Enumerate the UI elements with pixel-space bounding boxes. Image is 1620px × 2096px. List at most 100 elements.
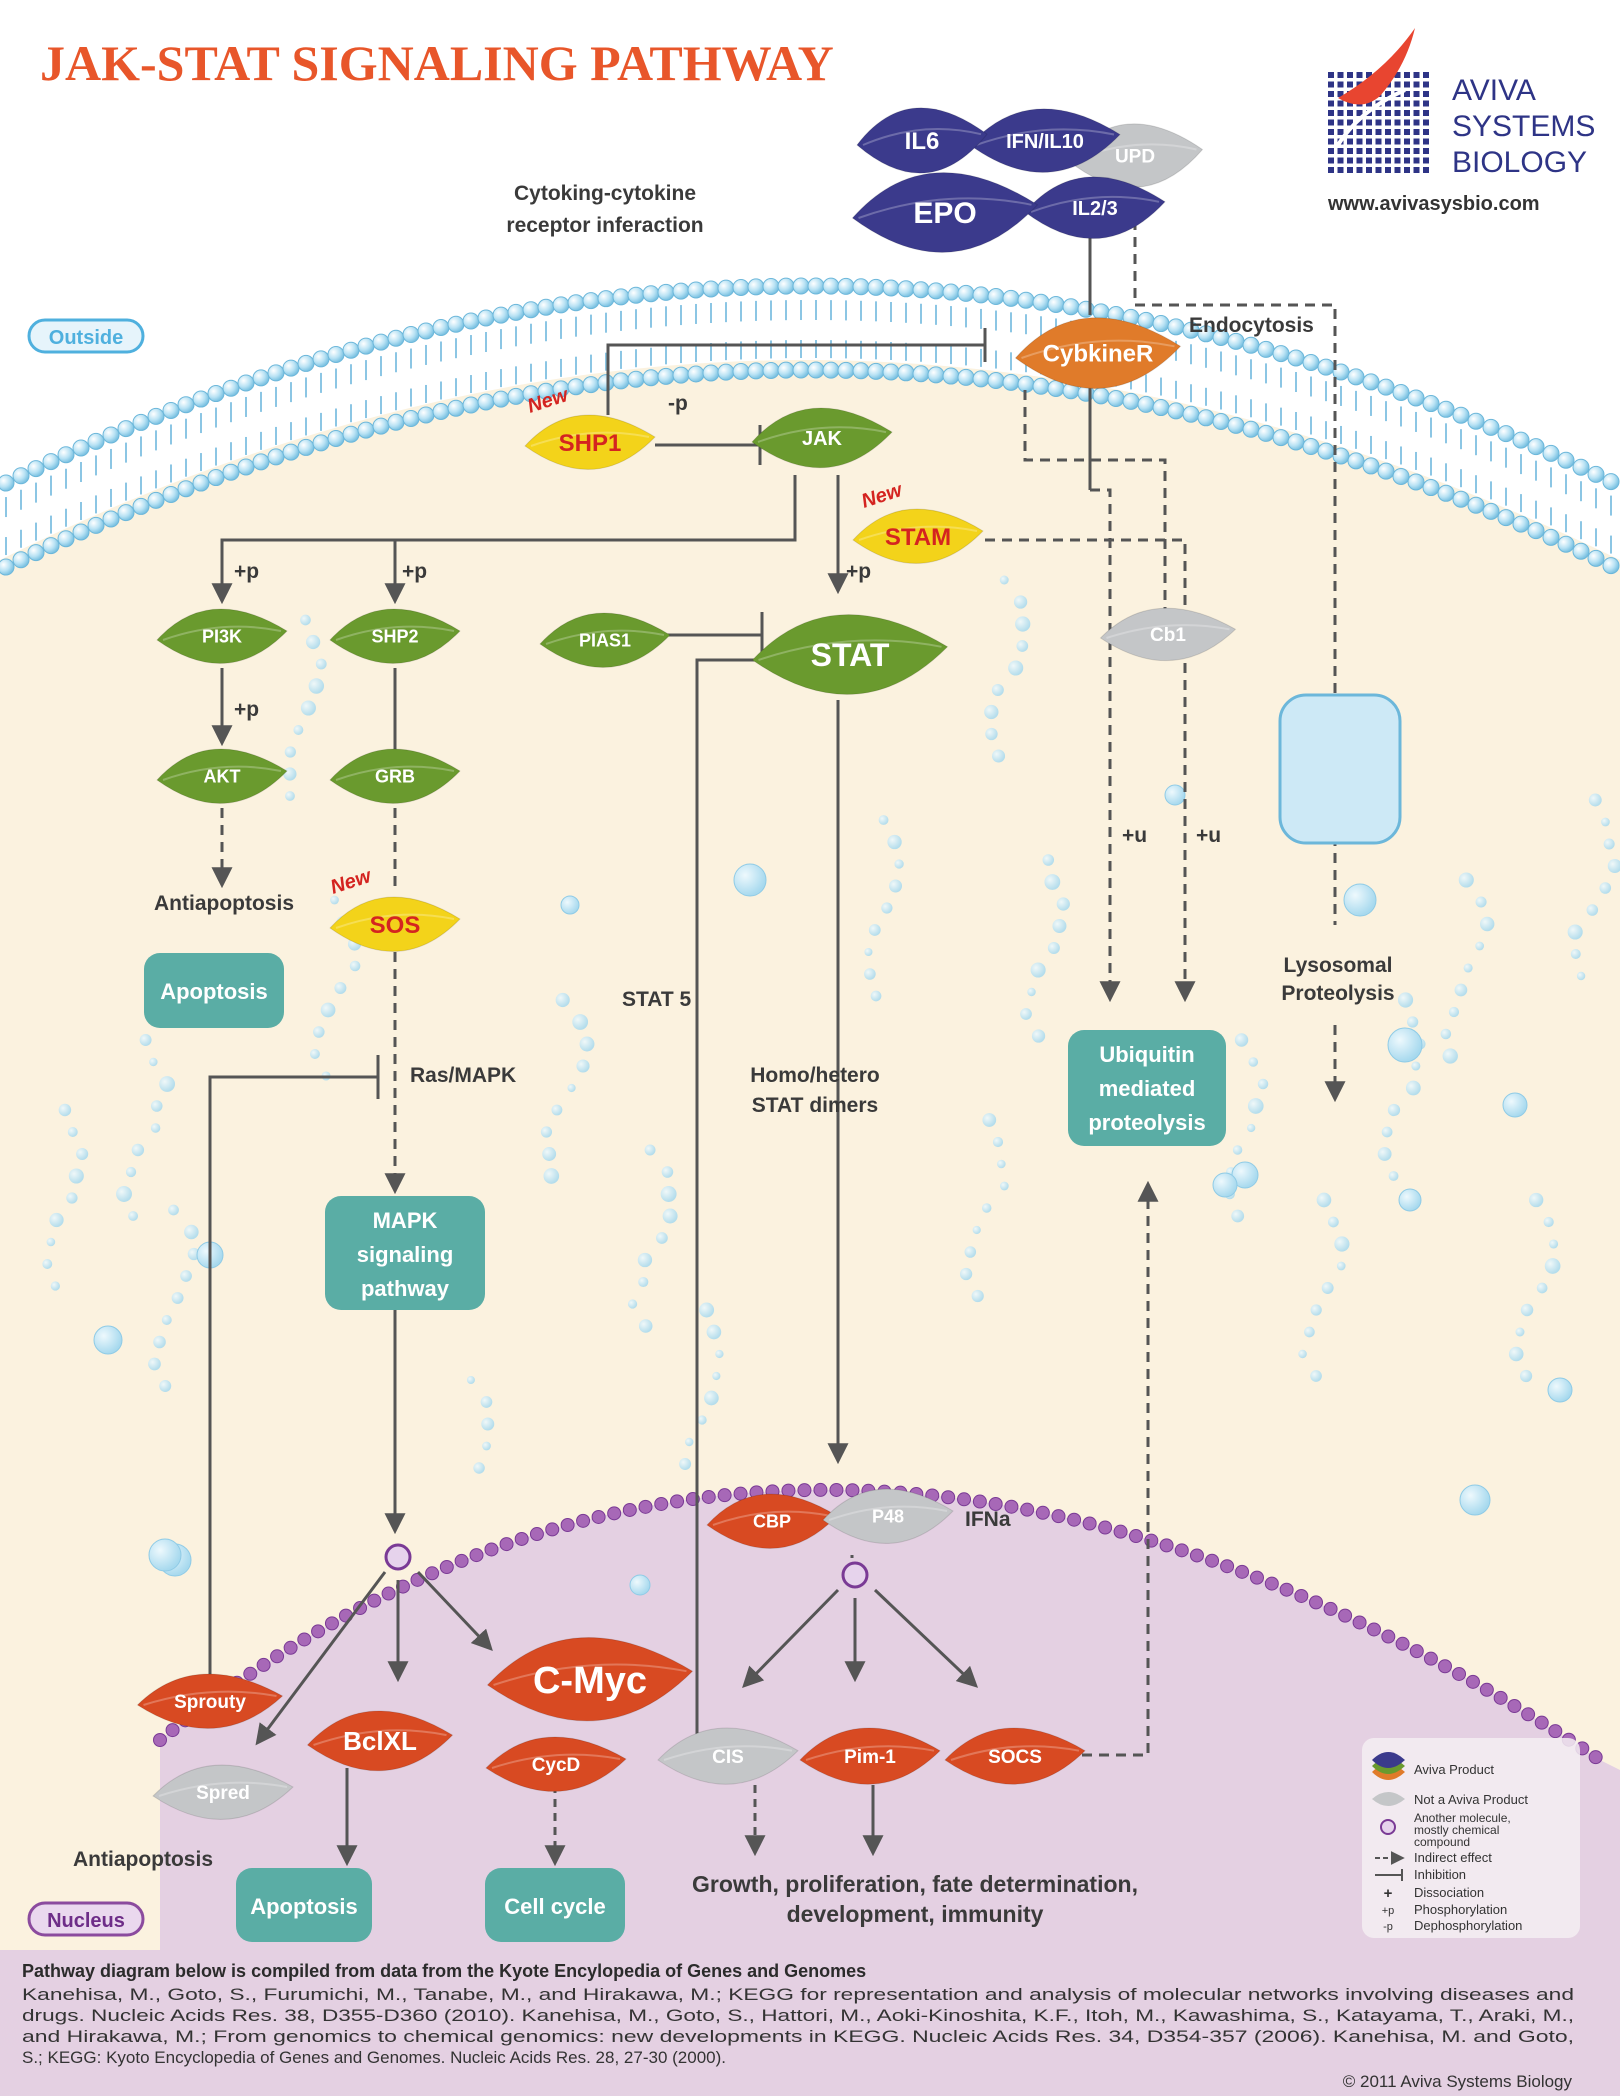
ubiquitin-label-line1: Ubiquitin [1099, 1042, 1194, 1067]
node-sos-label: SOS [370, 912, 421, 939]
node-pim1: Pim-1 [799, 1727, 941, 1785]
box-cell-cycle: Cell cycle [485, 1868, 625, 1942]
box-apoptosis-top: Apoptosis [144, 953, 284, 1028]
box-apoptosis-bottom: Apoptosis [236, 1868, 372, 1942]
node-socs: SOCS [944, 1727, 1086, 1785]
antiapoptosis-top-label: Antiapoptosis [154, 892, 294, 915]
node-cmyc-label: C-Myc [533, 1660, 647, 1702]
node-cb1: Cb1 [1099, 607, 1237, 662]
ras-mapk-label: Ras/MAPK [410, 1064, 516, 1087]
node-pi3k: PI3K [156, 608, 288, 664]
outside-label: Outside [49, 327, 123, 349]
node-cycd: CycD [485, 1736, 627, 1792]
legend-dissociation: Dissociation [1414, 1885, 1484, 1900]
cell-cycle-label: Cell cycle [504, 1894, 606, 1919]
node-cbp: CBP [706, 1493, 838, 1549]
lysosomal-label-line2: Proteolysis [1281, 982, 1394, 1005]
node-jak-label: JAK [802, 428, 843, 450]
molecule-node [841, 1561, 869, 1589]
logo-line1: AVIVA [1452, 74, 1536, 107]
node-il23-label: IL2/3 [1072, 198, 1118, 220]
node-cis-label: CIS [712, 1747, 744, 1768]
legend-phosphorylation: Phosphorylation [1414, 1902, 1507, 1917]
legend: Aviva Product Not a Aviva Product Anothe… [1362, 1738, 1580, 1938]
footer-citation-line: S.; KEGG: Kyoto Encyclopedia of Genes an… [22, 2048, 726, 2067]
legend-other-molecule: compound [1414, 1835, 1470, 1849]
aviva-logo: AVIVA SYSTEMS BIOLOGY www.avivasysbio.co… [1327, 28, 1595, 215]
dimers-label-line1: Homo/hetero [750, 1064, 880, 1087]
mapk-label-line1: MAPK [373, 1208, 438, 1233]
legend-dephosphorylation: Dephosphorylation [1414, 1918, 1522, 1933]
lysosomal-label-line1: Lysosomal [1284, 954, 1393, 977]
node-stam-label: STAM [885, 524, 951, 551]
outside-badge: Outside [27, 318, 145, 354]
antiapoptosis-bottom-label: Antiapoptosis [73, 1848, 213, 1871]
node-stam: STAM [852, 508, 984, 564]
legend-aviva-product: Aviva Product [1414, 1762, 1494, 1777]
footer-citation-line: and Hirakawa, M.; From genomics to chemi… [22, 2027, 1574, 2046]
apoptosis-bottom-label: Apoptosis [250, 1894, 358, 1919]
apoptosis-top-label: Apoptosis [160, 979, 268, 1004]
node-grb-label: GRB [375, 767, 415, 787]
ubiquitin-label-line3: proteolysis [1088, 1110, 1205, 1135]
node-sos: SOS [329, 896, 461, 952]
endocytosis-label: Endocytosis [1189, 314, 1314, 337]
box-mapk: MAPK signaling pathway [325, 1196, 485, 1310]
node-il6-label: IL6 [905, 128, 940, 155]
node-pias1: PIAS1 [539, 612, 671, 668]
node-il23: IL2/3 [1024, 176, 1166, 239]
node-epo-label: EPO [913, 197, 976, 230]
legend-not-aviva: Not a Aviva Product [1414, 1792, 1528, 1807]
node-pi3k-label: PI3K [202, 627, 242, 647]
node-ifn-il10: IFN/IL10 [969, 108, 1121, 173]
logo-line3: BIOLOGY [1452, 146, 1587, 179]
logo-line2: SYSTEMS [1452, 110, 1595, 143]
dimers-label-line2: STAT dimers [752, 1094, 878, 1117]
node-akt-label: AKT [204, 767, 241, 787]
node-cycd-label: CycD [532, 1755, 581, 1776]
node-bclxl-label: BclXL [343, 1726, 417, 1756]
nucleus-region [153, 1482, 1620, 2096]
node-upd-label: UPD [1115, 146, 1155, 167]
node-shp1: SHP1 [524, 414, 656, 470]
node-p48-label: P48 [872, 1507, 904, 1527]
logo-url: www.avivasysbio.com [1327, 193, 1540, 215]
cytoplasm-vesicles [42, 575, 1620, 1596]
legend-phos-symbol: +p [1382, 1905, 1395, 1917]
logo-swoosh-icon [1338, 28, 1415, 105]
node-ifn-il10-label: IFN/IL10 [1006, 131, 1084, 153]
footer-citation-line: Kanehisa, M., Goto, S., Furumichi, M., T… [22, 1985, 1574, 2004]
outcome-label-line1: Growth, proliferation, fate determinatio… [692, 1871, 1138, 1897]
footer: Pathway diagram below is compiled from d… [0, 1950, 1620, 2096]
footer-citation-line: drugs. Nucleic Acids Res. 38, D355-D360 … [22, 2006, 1574, 2025]
cytokine-label-line1: Cytoking-cytokine [514, 182, 696, 205]
legend-indirect: Indirect effect [1414, 1850, 1492, 1865]
molecule-node [384, 1543, 412, 1571]
legend-inhibition: Inhibition [1414, 1867, 1466, 1882]
outcome-label-line2: development, immunity [787, 1901, 1044, 1927]
node-grb: GRB [329, 748, 461, 804]
footer-heading: Pathway diagram below is compiled from d… [22, 1961, 866, 1981]
node-socs-label: SOCS [988, 1747, 1042, 1768]
footer-copyright: © 2011 Aviva Systems Biology [1343, 2072, 1573, 2091]
ubiquitin-label-line2: mediated [1099, 1076, 1196, 1101]
plus-p-label: +p [234, 560, 259, 583]
node-shp2-label: SHP2 [371, 627, 418, 647]
node-cis: CIS [657, 1727, 799, 1785]
node-pias1-label: PIAS1 [579, 631, 631, 651]
pathway-connectors [208, 220, 1346, 1867]
mapk-label-line3: pathway [361, 1276, 450, 1301]
legend-molecule-icon [1380, 1819, 1396, 1835]
node-cbp-label: CBP [753, 1512, 791, 1532]
node-cytokine-receptor: CybkineR [1014, 317, 1182, 389]
nucleus-label: Nucleus [47, 1910, 125, 1932]
node-cytokine-receptor-label: CybkineR [1043, 341, 1154, 368]
plus-u-label: +u [1122, 824, 1147, 847]
node-p48: P48 [822, 1488, 954, 1544]
node-sprouty: Sprouty [136, 1673, 284, 1729]
legend-dissociation-symbol: + [1384, 1885, 1393, 1902]
node-stat-label: STAT [811, 637, 890, 673]
nucleus-badge: Nucleus [27, 1901, 145, 1937]
node-spred: Spred [152, 1764, 294, 1820]
